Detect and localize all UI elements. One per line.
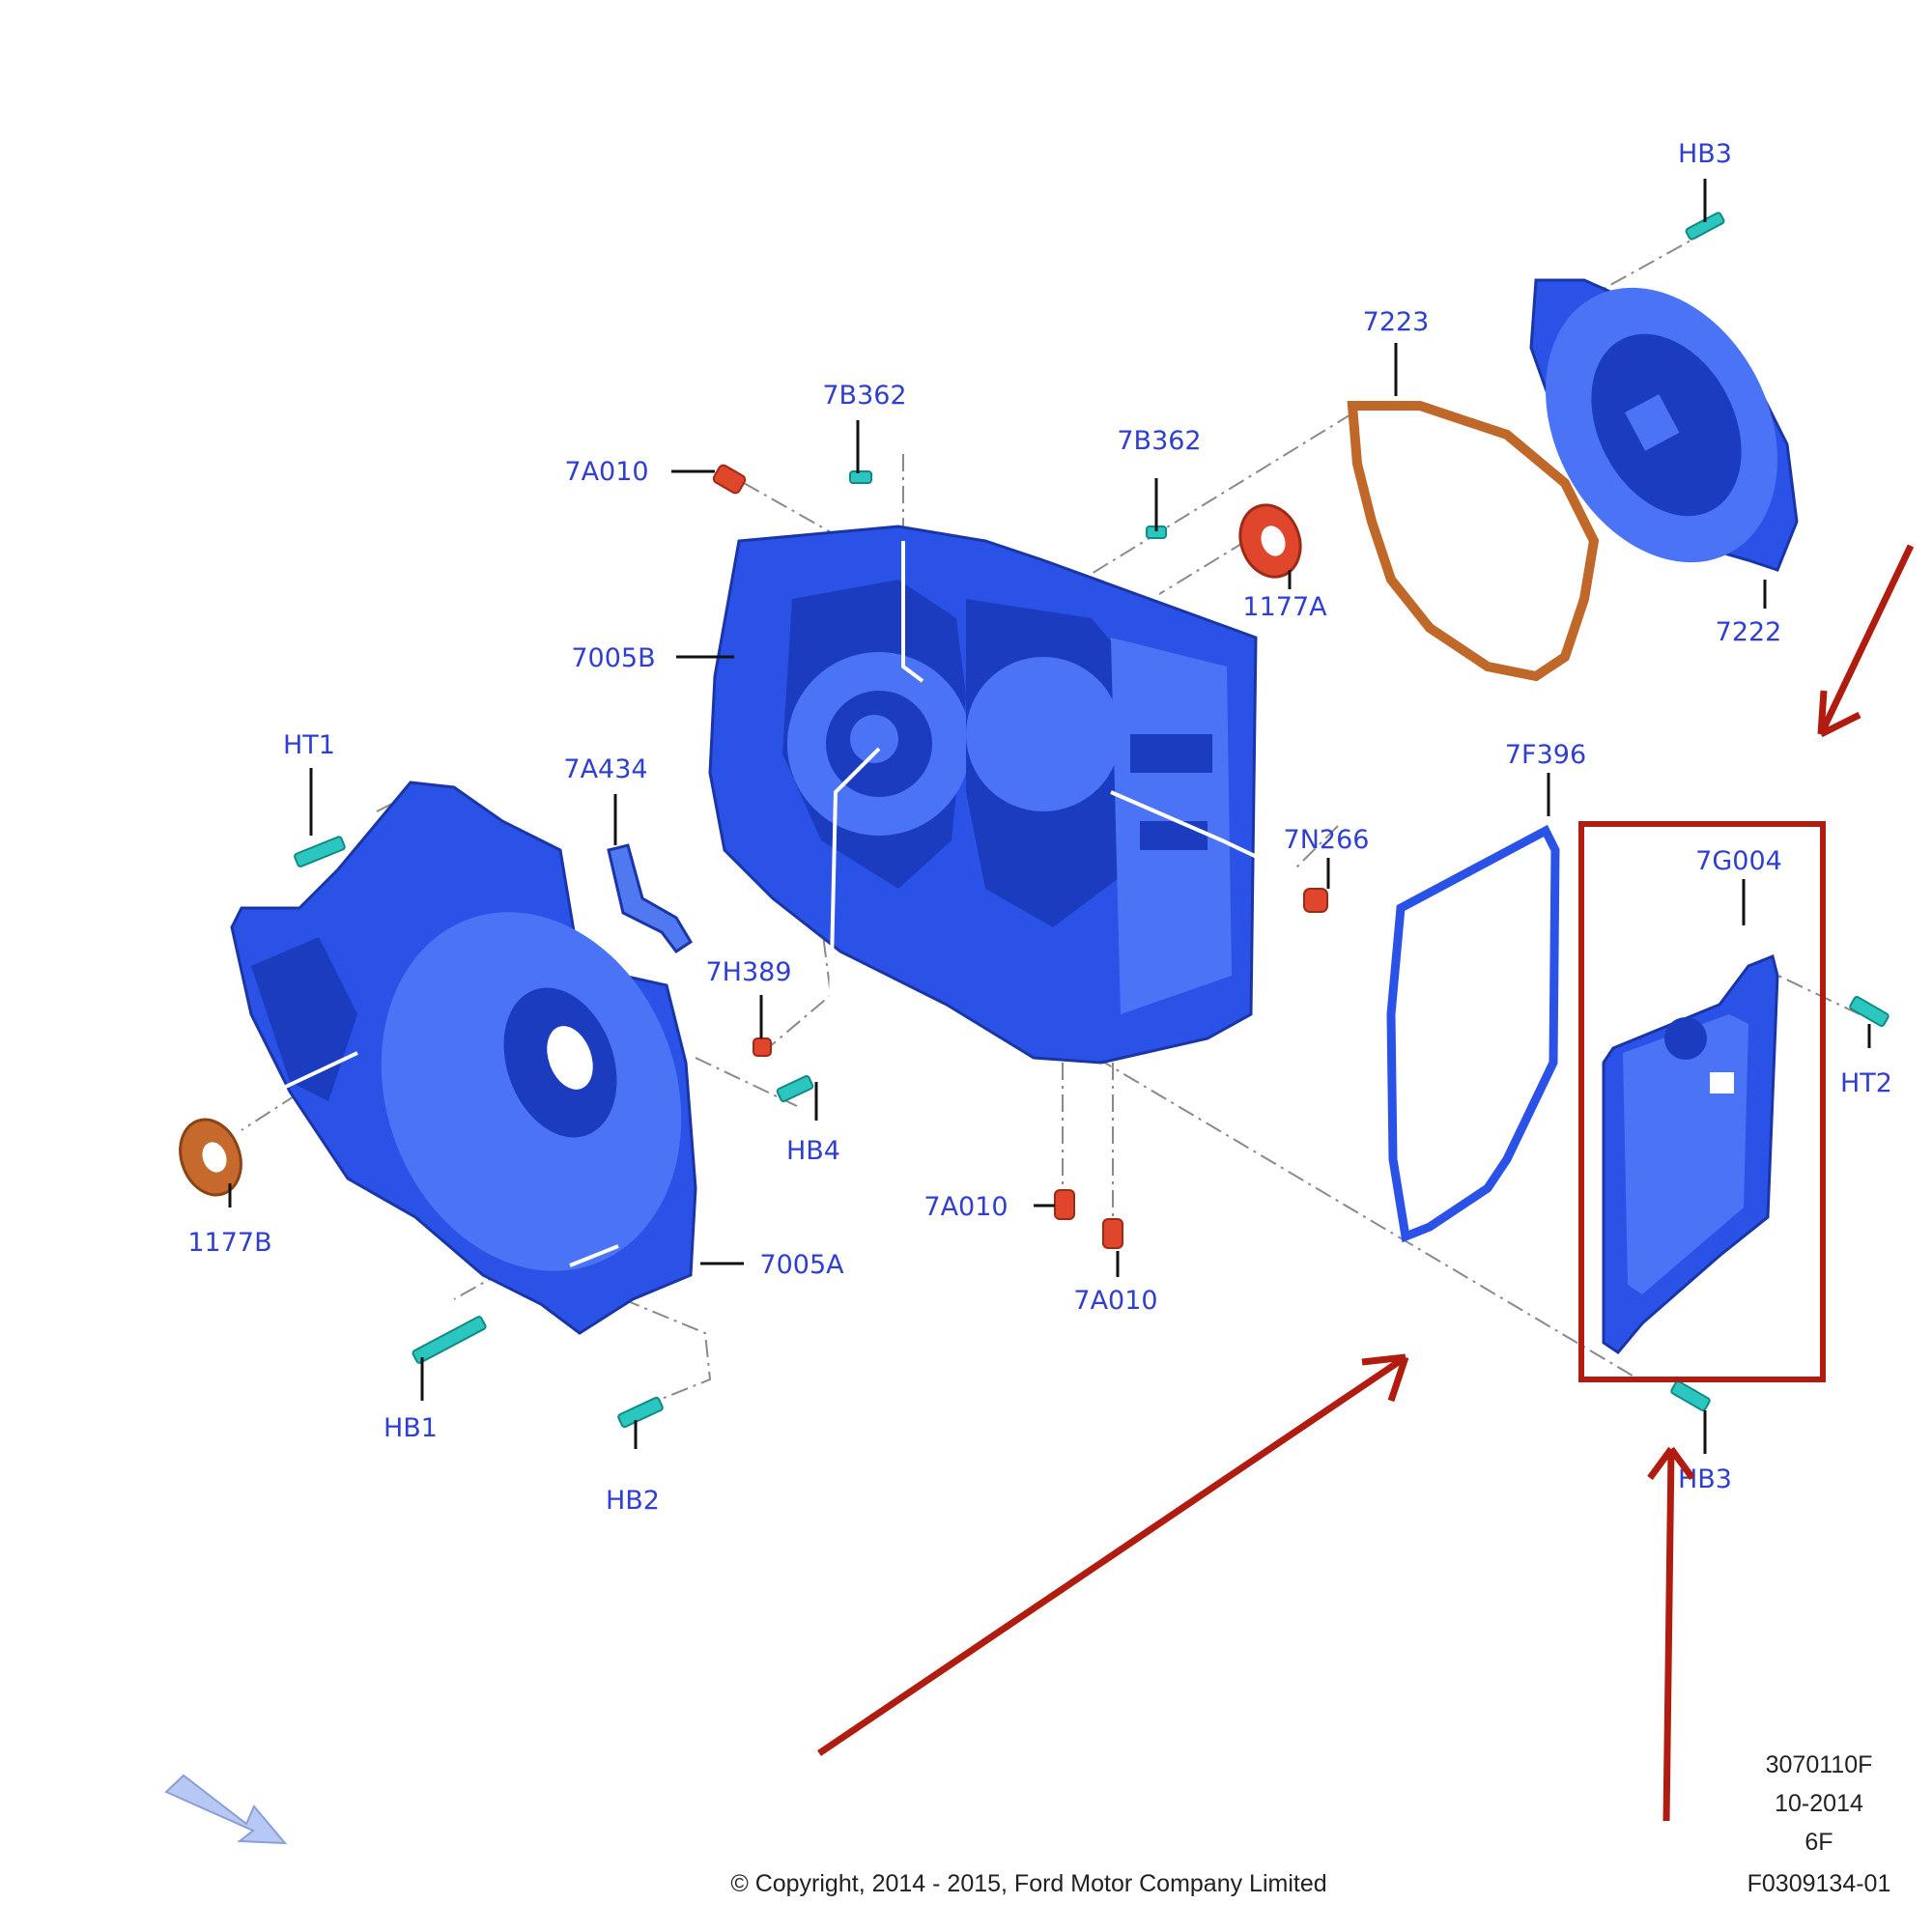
callout-7b362-left: 7B362 [822,381,906,411]
callout-7b362-right: 7B362 [1117,426,1201,456]
valve-body-7g004 [1602,953,1779,1354]
highlight-box-7g004 [1578,821,1826,1382]
callout-7222: 7222 [1716,617,1782,647]
view-direction-arrow-icon [164,1774,288,1845]
leader-lines [228,179,1871,1454]
callout-7a010-top: 7A010 [564,457,648,487]
callout-7f396: 7F396 [1505,740,1586,770]
gasket-7f396 [1386,824,1560,1243]
meta-line-3: 6F [1804,1829,1833,1856]
transmission-case-7005b [708,525,1315,1065]
callout-ht1: HT1 [283,730,335,760]
callout-1177b: 1177B [187,1228,271,1258]
callout-hb4: HB4 [786,1136,840,1166]
bolts [294,212,1889,1429]
pump-cover-7222 [1529,278,1799,572]
callout-hb1: HB1 [384,1413,438,1443]
annotation-arrow-diagonal [817,1353,1409,1756]
callout-7a010-mid: 7A010 [923,1192,1008,1222]
callout-1177a: 1177A [1242,592,1327,622]
callout-labels: HB3 7223 7B362 7B362 7A010 1177A 7222 70… [187,139,1892,1516]
callout-7005b: 7005B [571,643,655,673]
gasket-7223 [1347,401,1600,682]
callout-hb3-top: HB3 [1678,139,1732,169]
callout-hb2: HB2 [606,1486,660,1516]
bracket-7a434 [607,843,694,954]
seals [179,503,1302,1197]
meta-line-1: 3070110F [1766,1751,1873,1778]
callout-7g004: 7G004 [1695,846,1782,876]
callout-7a434: 7A434 [563,754,647,784]
annotation-arrow-top-right [1817,544,1915,738]
callout-7a010-bottom: 7A010 [1073,1286,1157,1316]
drawing-metadata: 3070110F 10-2014 6F F0309134-01 [1747,1751,1891,1897]
meta-line-2: 10-2014 [1775,1790,1863,1817]
callout-7h389: 7H389 [705,957,791,987]
red-annotations [817,544,1915,1822]
callout-ht2: HT2 [1840,1068,1892,1098]
annotation-arrow-vertical [1647,1446,1695,1822]
converter-housing-7005a [230,781,697,1335]
meta-line-4: F0309134-01 [1747,1870,1891,1897]
callout-7n266: 7N266 [1284,825,1370,855]
callout-7223: 7223 [1363,307,1430,337]
callout-7005a: 7005A [759,1250,844,1280]
copyright-notice: © Copyright, 2014 - 2015, Ford Motor Com… [730,1870,1326,1897]
